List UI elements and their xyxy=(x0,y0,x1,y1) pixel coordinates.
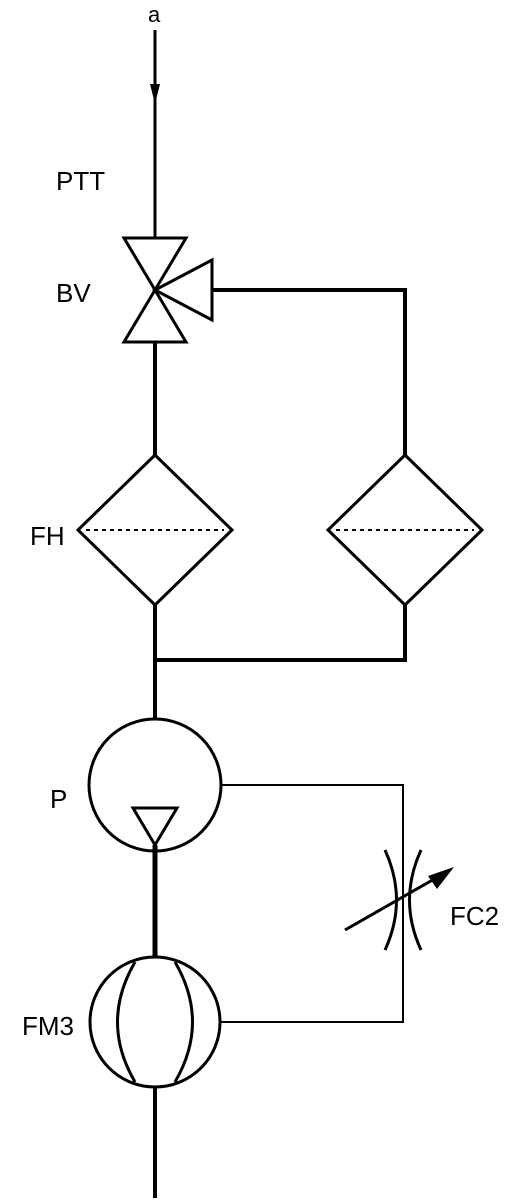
bypass-outlet-line xyxy=(155,605,407,662)
filter-fh xyxy=(75,452,235,608)
label-fc2: FC2 xyxy=(450,901,499,931)
label-input: a xyxy=(148,2,161,27)
label-p: P xyxy=(50,784,67,814)
label-ptt: PTT xyxy=(56,166,105,196)
label-fm3: FM3 xyxy=(22,1011,74,1041)
bypass-return-line xyxy=(212,288,407,455)
filter-bypass xyxy=(325,452,485,608)
label-bv: BV xyxy=(56,278,91,308)
flow-control-fc2 xyxy=(344,849,454,951)
valve-bv xyxy=(121,236,214,344)
fc2-loop-line xyxy=(221,784,404,1023)
label-fh: FH xyxy=(30,521,65,551)
inlet-arrowhead xyxy=(150,84,160,104)
flow-meter-fm3 xyxy=(88,955,222,1089)
pump-p xyxy=(87,717,223,853)
